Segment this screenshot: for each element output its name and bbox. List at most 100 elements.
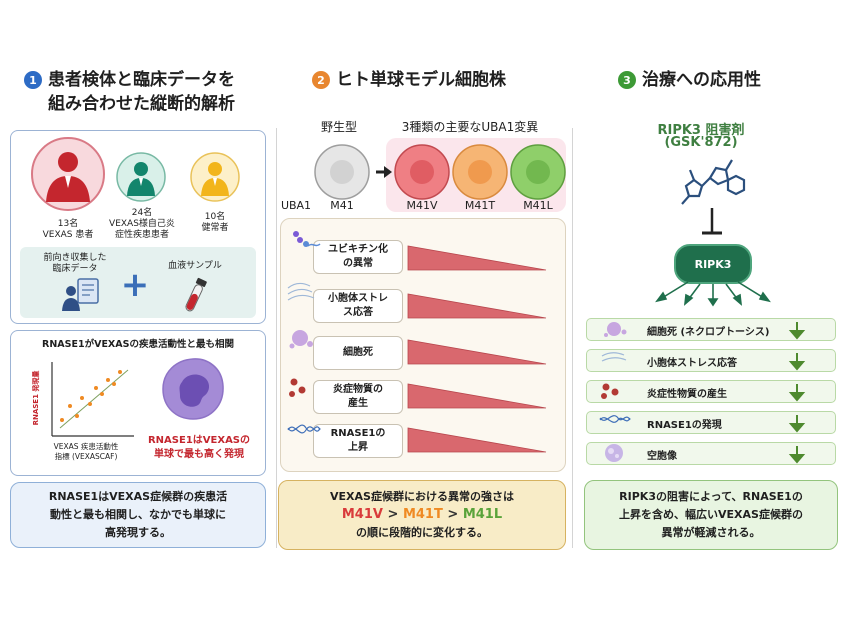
clinical-data-icon bbox=[62, 278, 99, 311]
molecule-structure-icon bbox=[681, 159, 746, 205]
outcome-er-stress: 小胞体ストレス応答 bbox=[586, 349, 836, 372]
down-arrow-icon bbox=[788, 322, 806, 340]
wedge-er-stress bbox=[407, 293, 547, 319]
scatter-point bbox=[112, 382, 116, 386]
column-divider-1 bbox=[276, 128, 277, 548]
vexas-like-label-1: VEXAS様自己炎 bbox=[109, 219, 175, 229]
down-arrow-icon bbox=[788, 384, 806, 402]
cell-label-m41t: M41T bbox=[464, 199, 496, 212]
vacuole-cell-icon bbox=[605, 444, 623, 462]
monocyte-text-1: RNASE1はVEXASの bbox=[147, 435, 251, 446]
ripk3-effect-arrows bbox=[655, 281, 771, 307]
col1-summary-line2: 動性と最も相関し、なかでも単球に bbox=[50, 508, 226, 521]
outcome-vacuoles: 空胞像 bbox=[586, 442, 836, 465]
column-divider-2 bbox=[572, 128, 573, 548]
scatter-point bbox=[94, 386, 98, 390]
col1-title-line2: 組み合わせた縦断的解析 bbox=[48, 94, 235, 114]
ubiquitin-icon bbox=[293, 231, 321, 247]
feature-cell-death: 細胞死 bbox=[313, 336, 403, 370]
inhibitor-code: (GSK'872) bbox=[664, 135, 738, 150]
col1-summary-line1: RNASE1はVEXAS症候群の疾患活 bbox=[48, 490, 228, 503]
down-arrow-icon bbox=[788, 415, 806, 433]
correlation-title: RNASE1がVEXASの疾患活動性と最も相関 bbox=[42, 339, 234, 350]
scatter-point bbox=[75, 414, 79, 418]
plus-sign: + bbox=[120, 265, 150, 305]
down-arrow-icon bbox=[788, 446, 806, 464]
feature-er-stress: 小胞体ストレス応答 bbox=[313, 289, 403, 323]
m41t-nucleus bbox=[468, 160, 492, 184]
dna-icon bbox=[287, 424, 321, 434]
healthy-person-icon bbox=[190, 152, 240, 202]
dead-cell-icon bbox=[289, 330, 313, 349]
col3-summary: RIPK3の阻害によって、RNASE1の 上昇を含め、幅広いVEXAS症候群の … bbox=[584, 480, 838, 550]
wedge-rnase1 bbox=[407, 427, 547, 453]
vexas-patient-count: 13名 bbox=[57, 219, 79, 229]
er-icon bbox=[287, 282, 315, 301]
col2-summary-line1: VEXAS症候群における異常の強さは bbox=[330, 490, 514, 503]
gradient-wedges bbox=[287, 231, 547, 453]
feature-ubiquitination: ユビキチン化の異常 bbox=[313, 240, 403, 274]
rnase1-dna-icon bbox=[599, 415, 631, 423]
cells-row bbox=[314, 144, 566, 200]
col2-title: ヒト単球モデル細胞株 bbox=[336, 70, 506, 90]
step-number-1: 1 bbox=[24, 71, 42, 89]
wildtype-label: 野生型 bbox=[320, 120, 357, 134]
ripk3-label: RIPK3 bbox=[694, 257, 732, 271]
scatter-ylabel: RNASE1 発現量 bbox=[32, 370, 40, 426]
uba1-label: UBA1 bbox=[280, 199, 312, 212]
cell-label-m41v: M41V bbox=[406, 199, 438, 212]
vexas-like-label-2: 症性疾患患者 bbox=[114, 230, 169, 240]
variants-label: 3種類の主要なUBA1変異 bbox=[401, 120, 539, 134]
col3-title: 治療への応用性 bbox=[642, 70, 761, 90]
scatter-xlabel-2: 指標 (VEXASCAF) bbox=[54, 452, 118, 461]
col3-summary-line2: 上昇を含め、幅広いVEXAS症候群の bbox=[619, 508, 803, 521]
scatter-point bbox=[80, 396, 84, 400]
scatter-point bbox=[106, 378, 110, 382]
blood-sample-label: 血液サンプル bbox=[168, 261, 222, 271]
col1-title-line1: 患者検体と臨床データを bbox=[48, 70, 235, 90]
er-stress-icon bbox=[601, 352, 627, 362]
order-m41v: M41V bbox=[341, 507, 383, 522]
scatter-plot bbox=[51, 362, 134, 437]
inhibitor-name: RIPK3 阻害剤 bbox=[657, 123, 745, 138]
order-m41l: M41L bbox=[462, 507, 503, 522]
feature-rnase1: RNASE1の上昇 bbox=[313, 424, 403, 458]
vexas-like-patient-icon bbox=[116, 152, 166, 202]
vexas-like-count: 24名 bbox=[131, 208, 153, 218]
col3-summary-line1: RIPK3の阻害によって、RNASE1の bbox=[619, 490, 803, 503]
down-arrow-icon bbox=[788, 353, 806, 371]
outcome-cell-death: 細胞死 (ネクロプトーシス) bbox=[586, 318, 836, 341]
outcome-rnase1: RNASE1の発現 bbox=[586, 411, 836, 434]
blood-tube-icon bbox=[185, 277, 207, 312]
order-m41t: M41T bbox=[402, 507, 443, 522]
col2-summary-line3: の順に段階的に変化する。 bbox=[356, 526, 488, 539]
col1-summary: RNASE1はVEXAS症候群の疾患活 動性と最も相関し、なかでも単球に 高発現… bbox=[10, 482, 266, 548]
ripk3-node: RIPK3 bbox=[674, 244, 752, 284]
vexas-patient-label: VEXAS 患者 bbox=[42, 230, 94, 240]
scatter-xlabel-1: VEXAS 疾患活動性 bbox=[53, 442, 119, 451]
order-gt-2: > bbox=[447, 507, 459, 522]
correlation-panel bbox=[10, 330, 266, 476]
vexas-patient-icon bbox=[31, 137, 105, 211]
cell-label-m41l: M41L bbox=[523, 199, 553, 212]
scatter-point bbox=[100, 392, 104, 396]
monocyte-icon bbox=[162, 358, 224, 420]
wedge-ubiquitination bbox=[407, 245, 547, 271]
cytokine-icon bbox=[289, 378, 306, 397]
col2-summary: VEXAS症候群における異常の強さは M41V > M41T > M41L の順… bbox=[278, 480, 566, 550]
col1-summary-line3: 高発現する。 bbox=[105, 526, 171, 539]
clinical-data-label-1: 前向き収集した bbox=[43, 253, 107, 263]
cell-label-m41: M41 bbox=[330, 199, 354, 212]
clinical-data-label-2: 臨床データ bbox=[52, 264, 98, 274]
feature-inflammation: 炎症物質の産生 bbox=[313, 380, 403, 414]
variant-order: M41V > M41T > M41L bbox=[279, 506, 565, 524]
m41v-nucleus bbox=[410, 160, 434, 184]
wildtype-nucleus bbox=[330, 160, 354, 184]
m41l-nucleus bbox=[526, 160, 550, 184]
scatter-point bbox=[88, 402, 92, 406]
wedge-inflammation bbox=[407, 383, 547, 409]
data-collection-box bbox=[20, 247, 256, 318]
healthy-label: 健常者 bbox=[201, 223, 229, 233]
necroptosis-icon bbox=[604, 322, 627, 337]
scatter-point bbox=[68, 404, 72, 408]
